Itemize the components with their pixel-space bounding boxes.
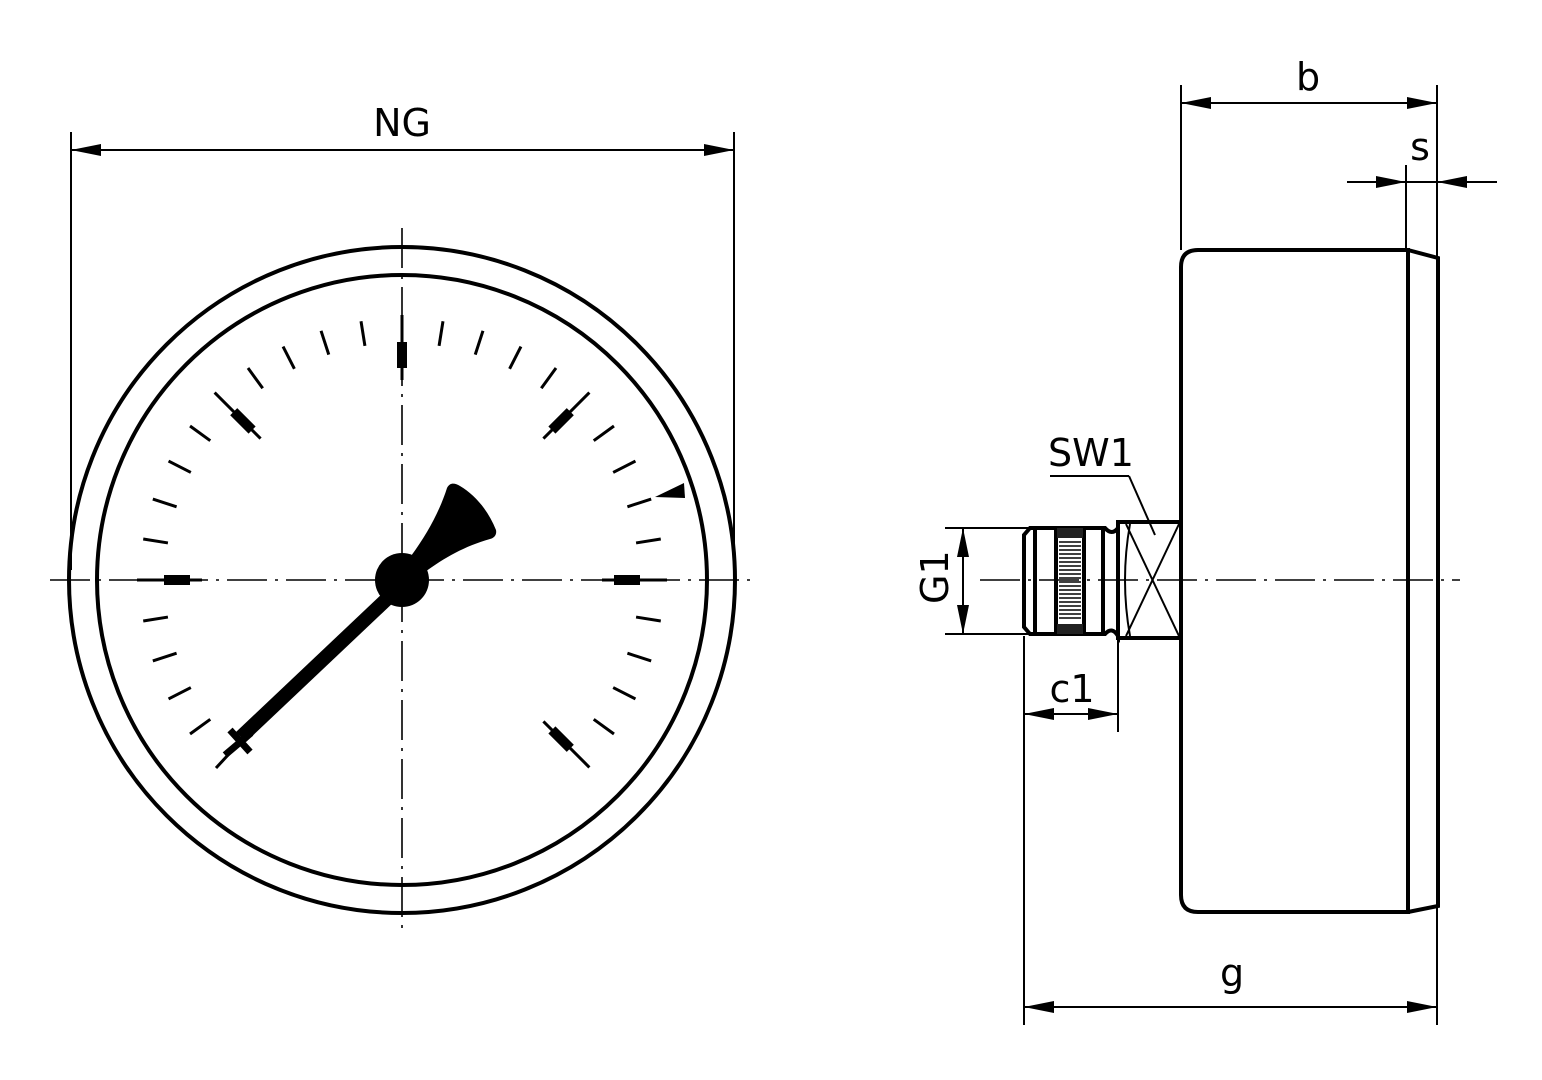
label-b: b [1296,55,1320,99]
label-g: g [1220,951,1244,995]
label-sw1: SW1 [1048,431,1134,475]
pointer [214,483,497,770]
label-s: s [1410,125,1430,169]
thread-connection [1022,522,1120,644]
dimension-ng: NG [70,101,735,570]
label-ng: NG [373,101,431,145]
dimension-b: b [1180,55,1438,258]
bezel [1407,248,1440,914]
case-body [1179,248,1410,914]
dimension-g1: G1 [913,527,1030,635]
label-c1: c1 [1049,667,1094,711]
side-view: SW1 G1 c1 b [913,55,1497,1025]
dimension-c1: c1 [1023,636,1119,1025]
knurl-lines [1059,541,1081,619]
dimension-g: g [1024,906,1438,1025]
max-marker-icon [655,483,685,498]
scale-ticks [137,315,667,769]
dimension-s: s [1347,125,1497,250]
label-g1: G1 [913,550,957,604]
dimension-sw1: SW1 [1048,431,1156,536]
front-view: NG [50,101,755,935]
